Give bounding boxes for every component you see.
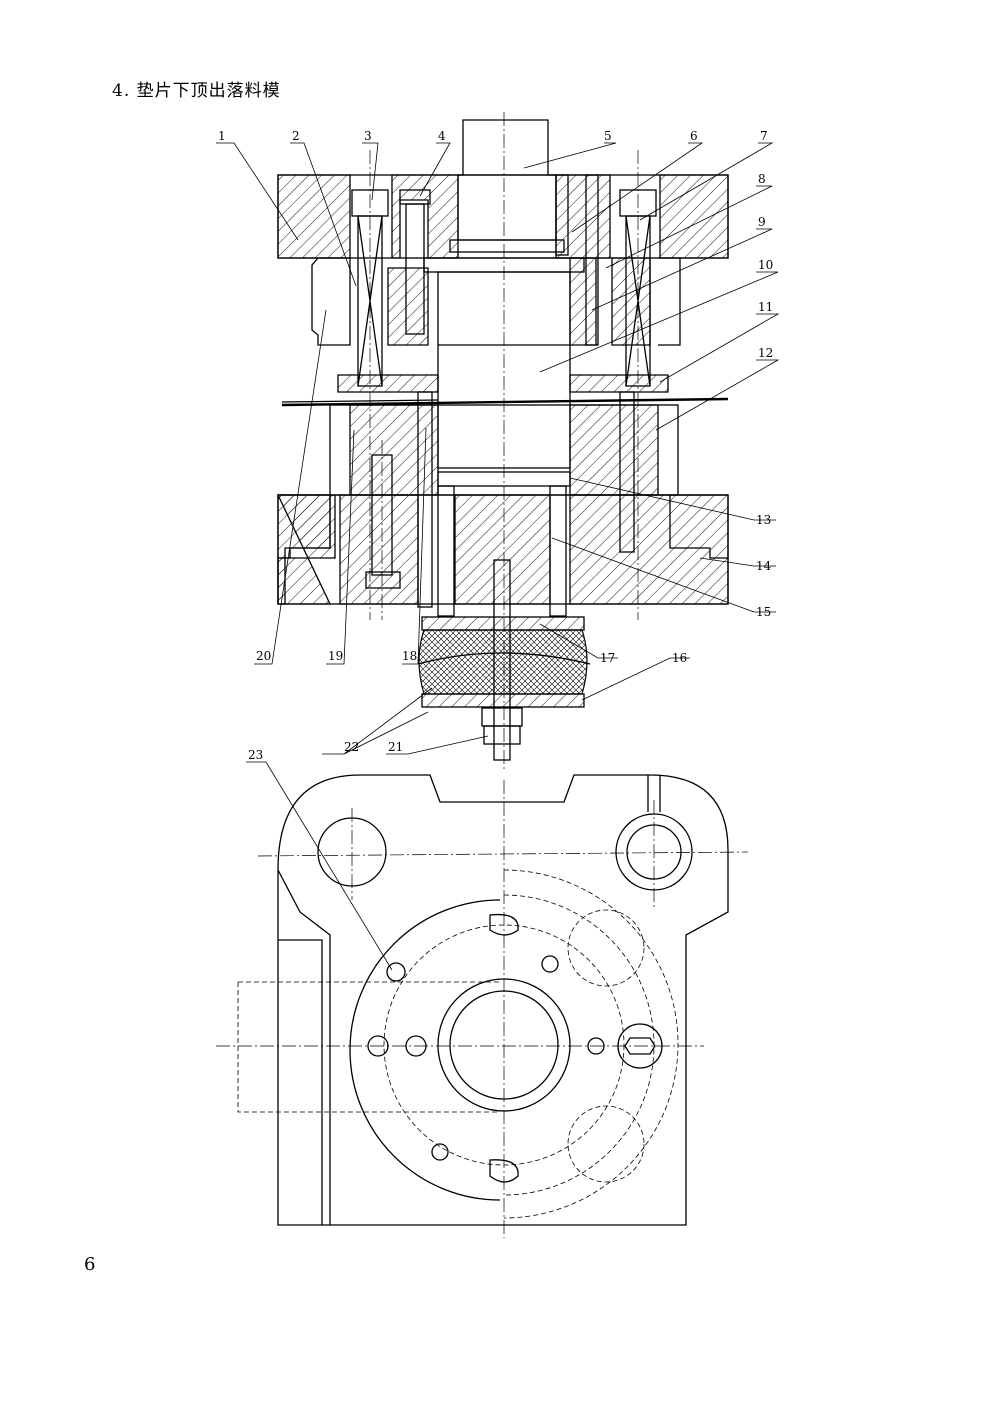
- section-view: [276, 112, 729, 770]
- strip-material: [281, 397, 729, 407]
- stripper-plate-left: [337, 374, 439, 393]
- lower-die-outline: [277, 774, 729, 1226]
- label-4: 4: [438, 129, 446, 143]
- punch-plate-right: [569, 257, 597, 346]
- label-13: 13: [756, 513, 771, 527]
- blanking-die-left: [349, 404, 439, 496]
- label-14: 14: [756, 559, 772, 573]
- label-21: 21: [388, 740, 403, 754]
- label-10: 10: [758, 258, 773, 272]
- label-6: 6: [690, 129, 698, 143]
- stripper-plate-right: [569, 374, 669, 393]
- label-15: 15: [756, 605, 771, 619]
- punch-plate-left: [387, 267, 429, 346]
- label-8: 8: [758, 172, 766, 186]
- label-18: 18: [402, 649, 417, 663]
- label-2: 2: [292, 129, 300, 143]
- lower-die-set: [276, 494, 729, 605]
- guide-bushing: [311, 257, 351, 346]
- label-3: 3: [364, 129, 372, 143]
- page-number: 6: [84, 1254, 96, 1275]
- label-12: 12: [758, 346, 773, 360]
- label-16: 16: [672, 651, 687, 665]
- upper-die-set: [277, 174, 729, 259]
- label-5: 5: [604, 129, 612, 143]
- label-17: 17: [600, 651, 615, 665]
- rubber-buffer: [417, 559, 591, 761]
- label-22: 22: [344, 740, 359, 754]
- label-7: 7: [760, 129, 768, 143]
- part-labels: 1 2 3 4 5 6 7 8 9 10 11 12 13 14 15 16 1…: [216, 129, 780, 971]
- label-19: 19: [328, 649, 343, 663]
- figure-title: 4. 垫片下顶出落料模: [112, 81, 281, 101]
- label-23: 23: [248, 748, 263, 762]
- plan-view: [216, 774, 749, 1238]
- label-9: 9: [758, 215, 766, 229]
- label-1: 1: [218, 129, 226, 143]
- die-face-left: [349, 899, 501, 1201]
- die-shank: [457, 119, 557, 241]
- label-20: 20: [256, 649, 271, 663]
- blanking-die-right: [569, 404, 659, 496]
- label-11: 11: [758, 300, 773, 314]
- pin-hole: [386, 962, 406, 982]
